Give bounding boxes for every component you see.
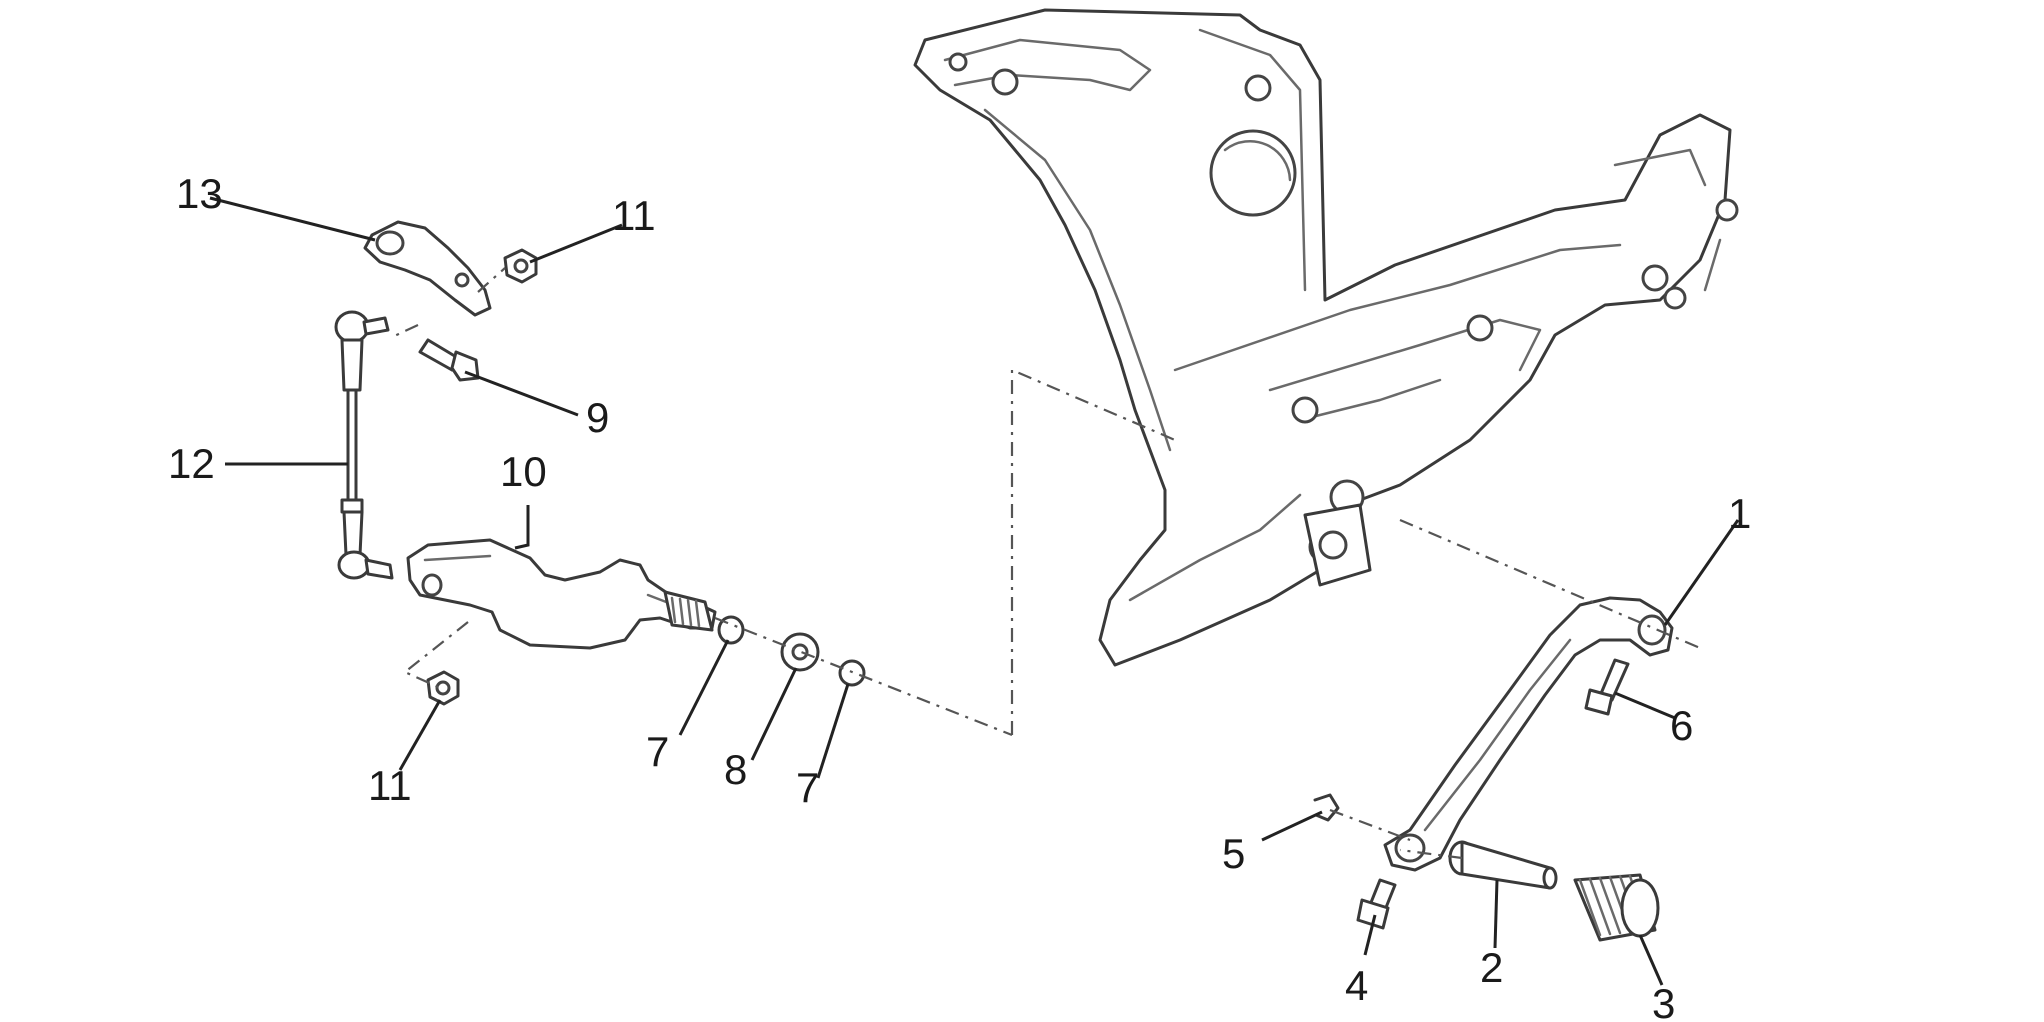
- callout-1: 1: [1728, 490, 1751, 537]
- callout-11-bottom: 11: [368, 762, 412, 809]
- nut-top: [503, 248, 538, 284]
- callout-13: 13: [176, 170, 223, 217]
- pedal-lever: [1383, 596, 1674, 872]
- callout-7-right: 7: [796, 764, 819, 811]
- clip: [1313, 793, 1340, 822]
- callout-10: 10: [500, 448, 547, 495]
- assembly-lines: [389, 267, 1701, 860]
- callout-12: 12: [168, 440, 215, 487]
- nut-bottom: [426, 670, 460, 706]
- frame-bracket: [913, 8, 1739, 667]
- circlip-left: [717, 615, 745, 645]
- spring: [1573, 873, 1660, 942]
- callout-2: 2: [1480, 944, 1503, 991]
- shift-link-rod: [334, 310, 394, 580]
- callout-3: 3: [1652, 980, 1675, 1022]
- pivot-bolt: [1584, 658, 1630, 716]
- leader-lines: [209, 196, 1740, 986]
- callout-6: 6: [1670, 702, 1693, 749]
- callout-labels: 13 11 9 12 10 11 7 8 7 1 6 5 4 2 3: [168, 170, 1751, 1022]
- small-bolt: [1356, 878, 1397, 930]
- pivot-pin: [1448, 840, 1558, 890]
- callout-11-top: 11: [612, 192, 656, 239]
- upper-shift-arm: [363, 220, 492, 317]
- callout-9: 9: [586, 394, 609, 441]
- callout-5: 5: [1222, 830, 1245, 877]
- callout-4: 4: [1345, 962, 1368, 1009]
- callout-7-left: 7: [646, 728, 669, 775]
- lower-shift-arm: [406, 538, 717, 650]
- callout-8: 8: [724, 746, 747, 793]
- washer-hole: [791, 643, 809, 661]
